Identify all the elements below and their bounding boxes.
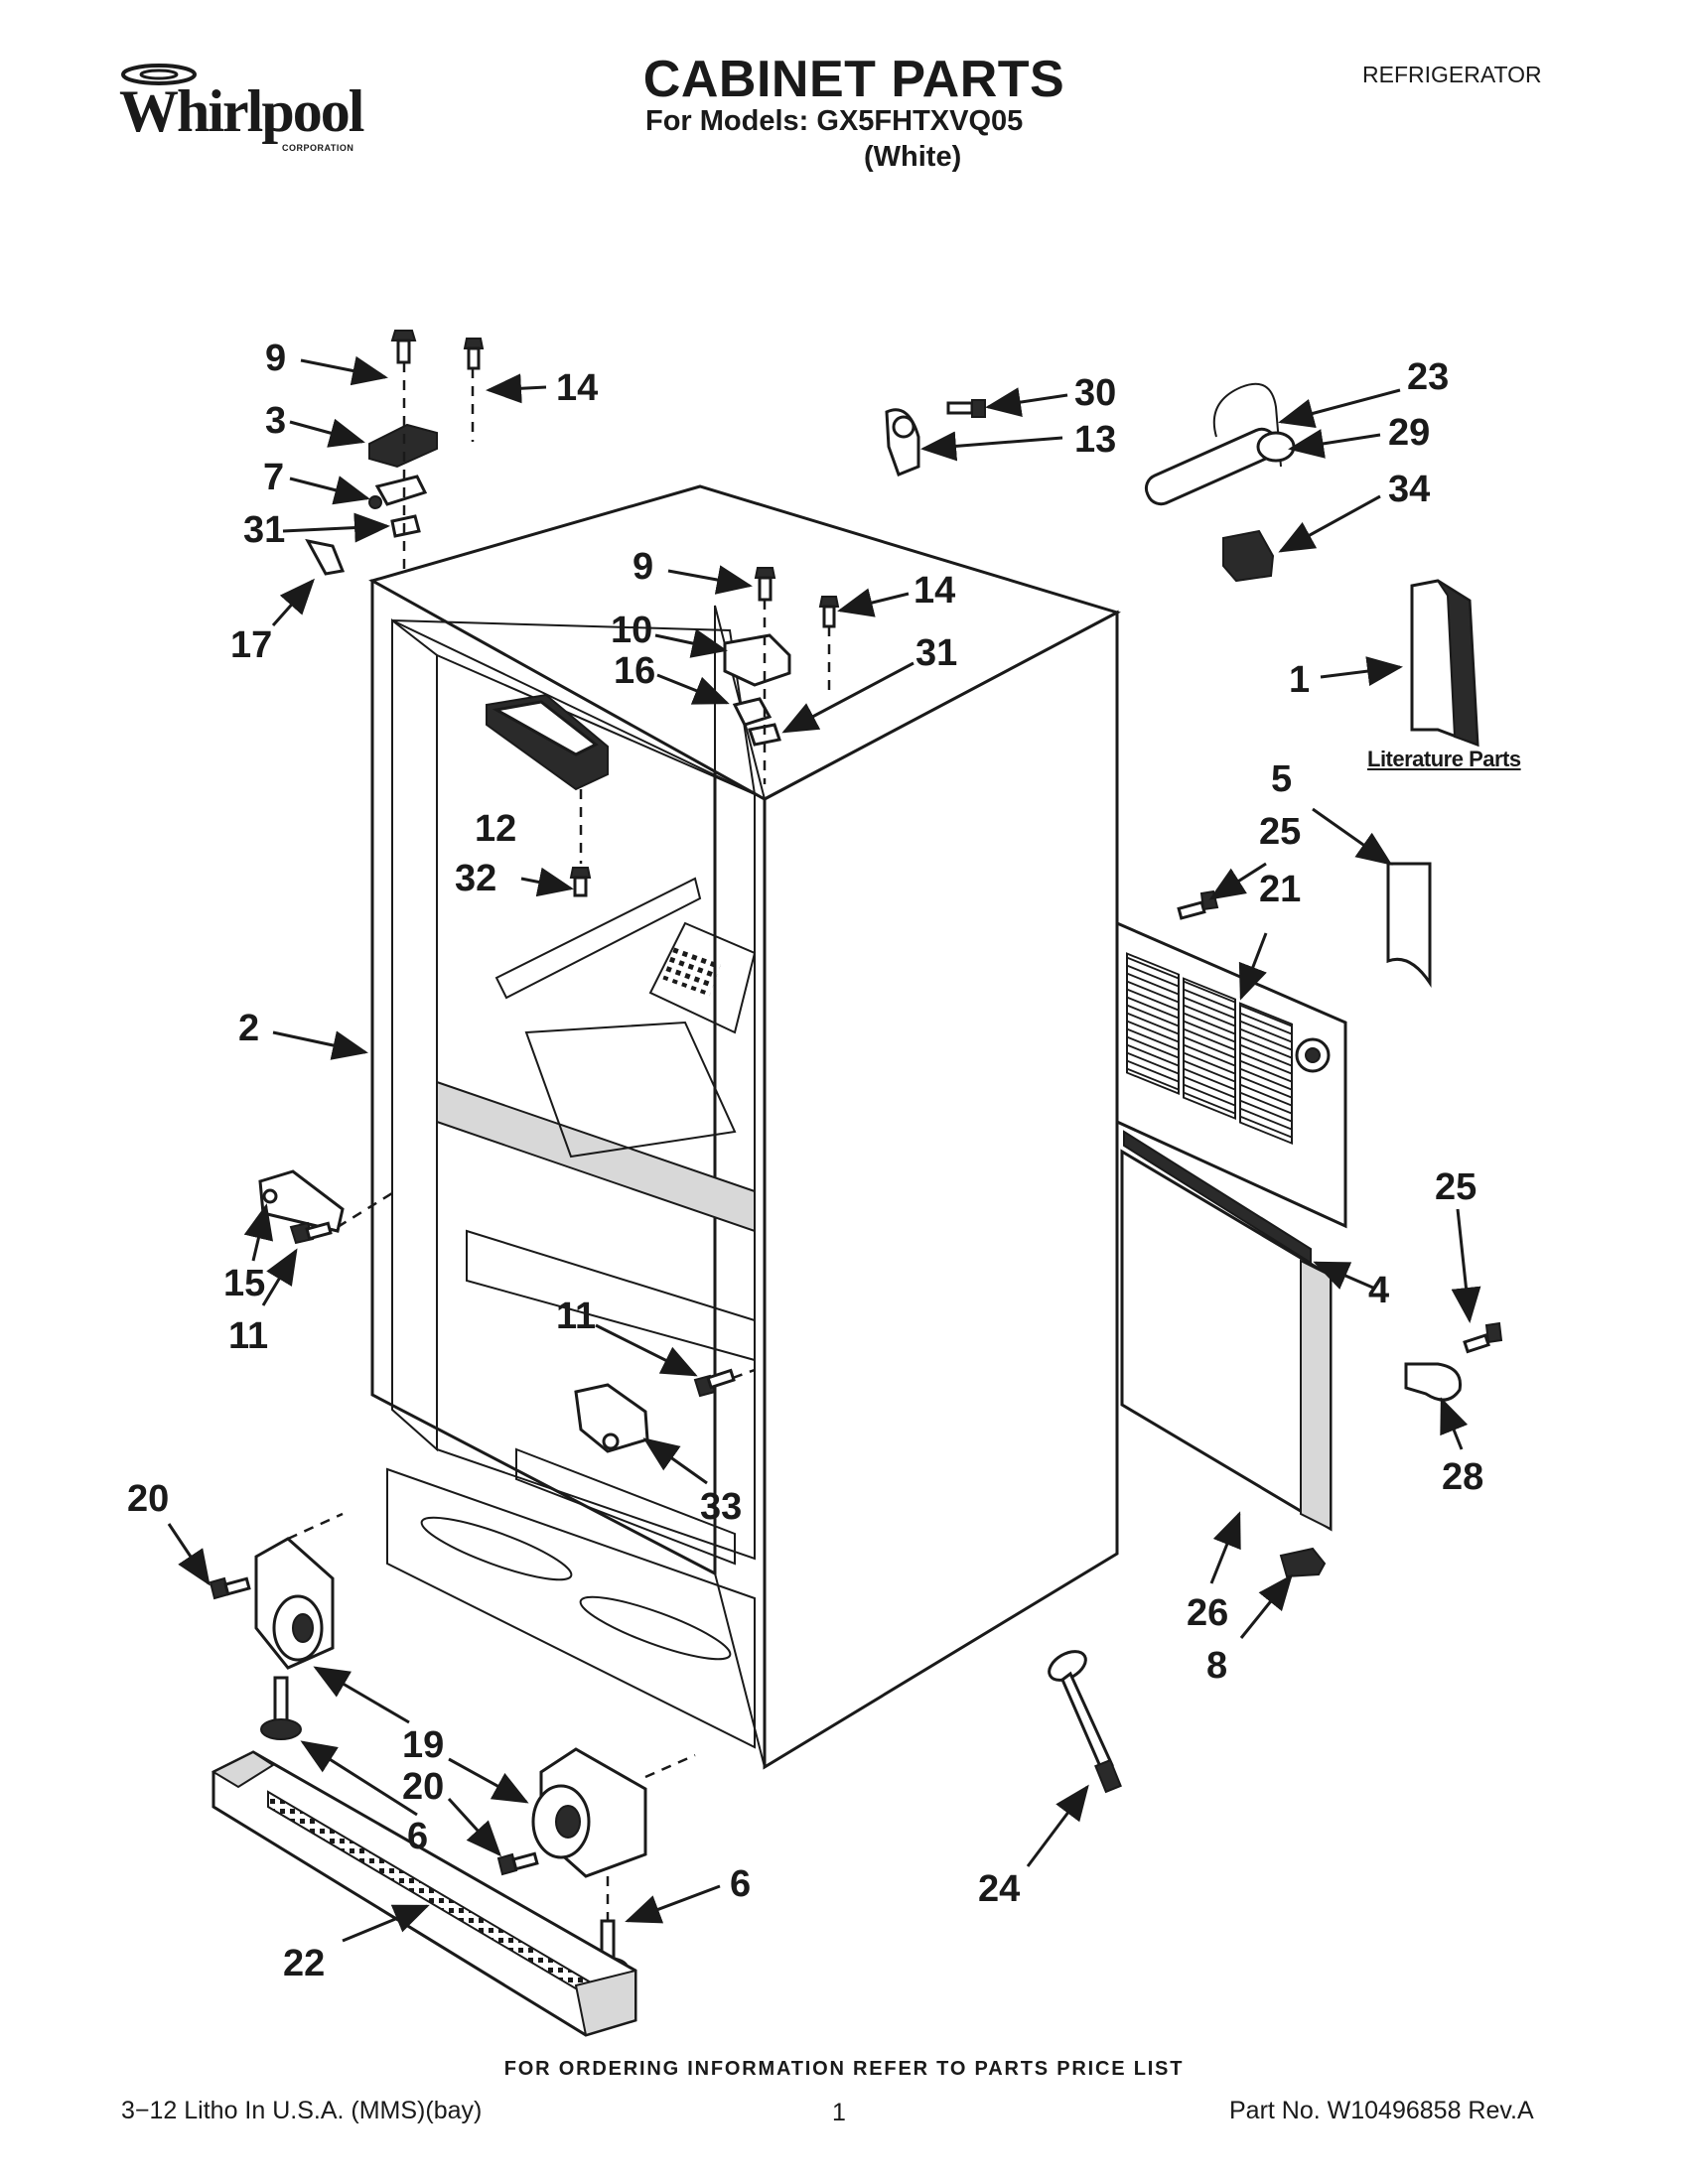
drain-tube-clip-assembly xyxy=(885,399,986,477)
callout-20: 20 xyxy=(127,1478,169,1520)
callout-3: 3 xyxy=(265,400,286,442)
hinge-body-icon xyxy=(723,633,791,687)
callout-21: 21 xyxy=(1259,869,1301,910)
callout-14: 14 xyxy=(556,367,598,409)
callout-9: 9 xyxy=(633,546,653,588)
callout-11: 11 xyxy=(556,1296,596,1337)
callout-23: 23 xyxy=(1407,356,1449,398)
callout-14: 14 xyxy=(914,570,955,612)
screw-icon xyxy=(818,596,840,628)
callout-16: 16 xyxy=(614,650,655,692)
upper-left-hinge-assembly xyxy=(305,330,485,576)
callout-11: 11 xyxy=(228,1315,268,1357)
whirlpool-logo: Whirlpool CORPORATION xyxy=(111,62,369,161)
callout-20: 20 xyxy=(402,1766,444,1808)
callout-31: 31 xyxy=(243,509,285,551)
callout-6: 6 xyxy=(407,1816,428,1857)
screw-icon xyxy=(390,330,417,364)
models-line: For Models: GX5FHTXVQ05 xyxy=(645,105,1024,137)
callout-29: 29 xyxy=(1388,412,1430,454)
callout-25: 25 xyxy=(1435,1166,1477,1208)
kick-plate-clip-icon xyxy=(1279,1547,1327,1578)
water-tube-assembly xyxy=(1144,382,1296,583)
front-roller-left xyxy=(209,1512,344,1740)
callout-25: 25 xyxy=(1259,811,1301,853)
center-hinge-left xyxy=(258,1169,393,1245)
callout-5: 5 xyxy=(1271,758,1292,800)
callout-30: 30 xyxy=(1074,372,1116,414)
callout-28: 28 xyxy=(1442,1456,1483,1498)
leveling-leg-icon xyxy=(273,1676,289,1727)
leveling-foot-icon xyxy=(260,1718,302,1740)
callout-2: 2 xyxy=(238,1008,259,1049)
control-housing-assembly xyxy=(486,693,609,897)
upper-center-hinge-assembly xyxy=(723,567,840,784)
callout-leaders xyxy=(167,355,1481,1943)
trim-channel-icon xyxy=(1386,862,1432,988)
screw-icon xyxy=(693,1368,736,1398)
callout-19: 19 xyxy=(402,1724,444,1766)
screw-icon xyxy=(289,1221,333,1245)
callout-6: 6 xyxy=(730,1863,751,1905)
product-category: REFRIGERATOR xyxy=(1362,62,1542,87)
hinge-shim-icon xyxy=(390,514,421,538)
part-number: Part No. W10496858 Rev.A xyxy=(1229,2097,1534,2124)
literature-booklet xyxy=(1410,579,1479,748)
hinge-cover-icon xyxy=(368,423,438,469)
callout-33: 33 xyxy=(700,1486,742,1528)
screw-icon xyxy=(463,338,485,370)
page-number: 1 xyxy=(832,2099,846,2126)
callout-1: 1 xyxy=(1289,659,1310,701)
callout-22: 22 xyxy=(283,1943,325,1984)
callout-4: 4 xyxy=(1368,1270,1389,1311)
callout-15: 15 xyxy=(223,1263,265,1304)
tube-clamp-icon xyxy=(1404,1362,1463,1402)
page-title: CABINET PARTS xyxy=(642,51,1065,108)
model-variant: (White) xyxy=(864,141,962,173)
callout-32: 32 xyxy=(455,858,496,899)
callout-10: 10 xyxy=(611,610,652,651)
cabinet-shell xyxy=(368,484,1121,1770)
screw-icon xyxy=(1463,1321,1503,1354)
logo-corporation: CORPORATION xyxy=(282,143,354,153)
screw-icon xyxy=(496,1851,539,1876)
callout-8: 8 xyxy=(1206,1645,1227,1687)
wrench-tool xyxy=(1048,1650,1122,1794)
water-tube-icon xyxy=(1144,427,1279,506)
screw-icon xyxy=(1177,889,1219,920)
litho-info: 3−12 Litho In U.S.A. (MMS)(bay) xyxy=(121,2097,483,2124)
callout-9: 9 xyxy=(265,338,286,379)
literature-parts-label: Literature Parts xyxy=(1367,747,1521,771)
logo-wordmark: Whirlpool xyxy=(119,78,364,144)
whirlpool-swirl-icon xyxy=(121,64,197,85)
callout-26: 26 xyxy=(1187,1592,1228,1634)
callout-labels: 9 3 7 31 17 14 9 10 16 14 31 12 32 2 30 … xyxy=(127,338,1483,1984)
grommet-icon xyxy=(1256,431,1296,463)
callout-13: 13 xyxy=(1074,419,1116,461)
connector-clip-icon xyxy=(1222,529,1275,583)
callout-31: 31 xyxy=(915,632,957,674)
callout-12: 12 xyxy=(475,808,516,850)
screw-icon xyxy=(569,867,592,897)
callout-24: 24 xyxy=(978,1868,1020,1910)
rear-access-cover xyxy=(1115,889,1347,1229)
screw-icon xyxy=(946,399,986,418)
screw-icon xyxy=(209,1576,251,1600)
callout-17: 17 xyxy=(230,624,272,666)
ordering-note: FOR ORDERING INFORMATION REFER TO PARTS … xyxy=(503,2058,1185,2080)
base-grille xyxy=(211,1750,637,2037)
trim-strip-icon xyxy=(305,538,346,576)
callout-34: 34 xyxy=(1388,469,1430,510)
hinge-bracket-icon xyxy=(374,475,428,506)
hinge-pin-icon xyxy=(732,697,773,727)
callout-7: 7 xyxy=(263,457,284,498)
screw-icon xyxy=(754,567,776,602)
lower-center-hinge xyxy=(574,1368,756,1453)
